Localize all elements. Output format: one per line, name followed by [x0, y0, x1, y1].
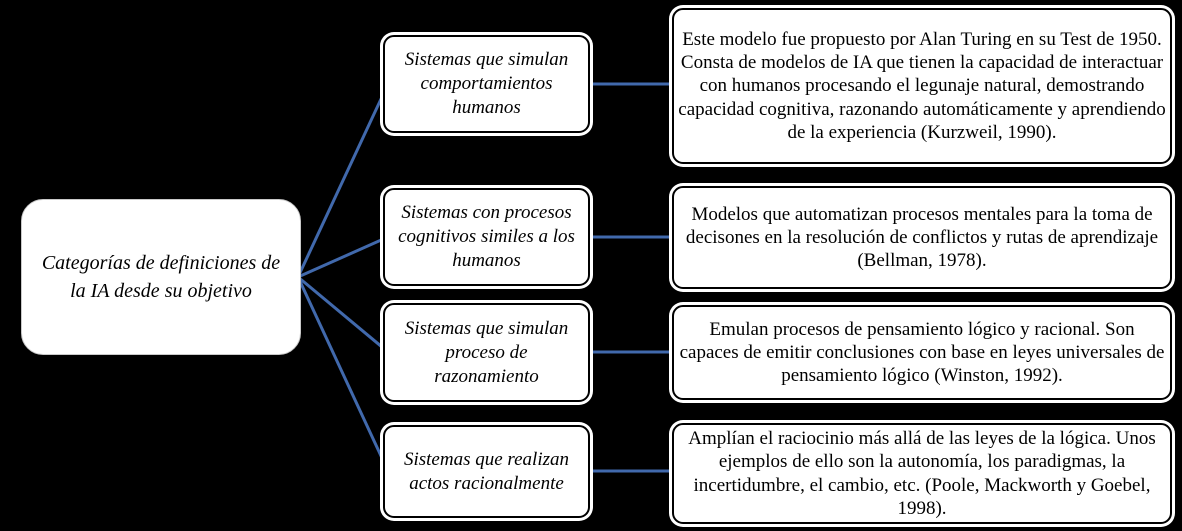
connector-line-root-to-category-2 — [297, 235, 389, 279]
connector-line-root-to-category-1 — [296, 83, 390, 278]
category-node-4-label: Sistemas que realizan actos racionalment… — [403, 448, 569, 494]
description-box-3-text: Emulan procesos de pensamiento lógico y … — [679, 318, 1165, 387]
description-box-3: Emulan procesos de pensamiento lógico y … — [672, 305, 1172, 400]
category-node-2: Sistemas con procesos cognitivos similes… — [383, 188, 590, 286]
category-node-1: Sistemas que simulan comportamientos hum… — [383, 35, 590, 133]
category-node-3-label: Sistemas que simulan proceso de razonami… — [404, 317, 569, 387]
category-node-4: Sistemas que realizan actos racionalment… — [383, 425, 590, 518]
description-box-1-text: Este modelo fue propuesto por Alan Turin… — [678, 28, 1166, 143]
description-box-4: Amplían el raciocinio más allá de las le… — [672, 423, 1172, 524]
description-box-2-text: Modelos que automatizan procesos mentale… — [685, 203, 1159, 272]
description-box-4-text: Amplían el raciocinio más allá de las le… — [688, 427, 1156, 519]
category-node-2-label: Sistemas con procesos cognitivos similes… — [398, 202, 575, 271]
connector-line-root-to-category-3 — [297, 275, 389, 354]
connector-line-root-to-category-4 — [296, 276, 390, 472]
description-box-1: Este modelo fue propuesto por Alan Turin… — [672, 8, 1172, 164]
root-node-label: Categorías de definiciones de la IA desd… — [41, 252, 281, 302]
category-node-3: Sistemas que simulan proceso de razonami… — [383, 303, 590, 402]
root-node: Categorías de definiciones de la IA desd… — [21, 199, 301, 355]
category-node-1-label: Sistemas que simulan comportamientos hum… — [404, 49, 569, 118]
description-box-2: Modelos que automatizan procesos mentale… — [672, 186, 1172, 289]
